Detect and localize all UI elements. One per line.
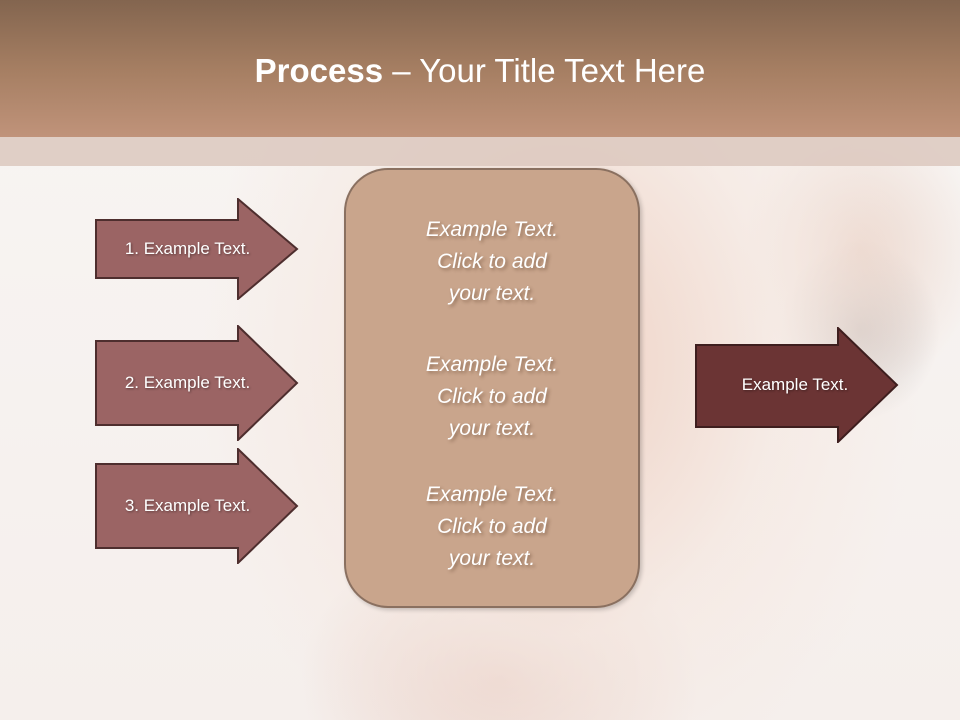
left-arrow-1[interactable]: 1. Example Text. <box>95 198 299 300</box>
panel-line: Example Text. <box>425 353 559 376</box>
left-arrow-3[interactable]: 3. Example Text. <box>95 448 299 564</box>
panel-block-2[interactable]: Example Text. Click to add your text. <box>346 349 638 445</box>
header-band <box>0 137 960 166</box>
panel-line: Example Text. <box>425 218 559 241</box>
panel-line: your text. <box>448 282 536 305</box>
arrow-shape-icon <box>95 448 299 564</box>
title-bar <box>0 0 960 137</box>
panel-line: your text. <box>448 547 536 570</box>
arrow-label: Example Text. <box>741 375 849 394</box>
right-arrow[interactable]: Example Text. <box>695 327 899 443</box>
panel-line: your text. <box>448 417 536 440</box>
arrow-label: 2. Example Text. <box>124 373 251 392</box>
arrow-shape-icon <box>95 198 299 300</box>
left-arrow-2[interactable]: 2. Example Text. <box>95 325 299 441</box>
title-rest: – Your Title Text Here <box>383 52 706 89</box>
arrow-label: 3. Example Text. <box>124 496 251 515</box>
panel-line: Click to add <box>437 250 547 273</box>
panel-line: Click to add <box>437 385 547 408</box>
arrow-label: 1. Example Text. <box>124 239 251 258</box>
slide-title[interactable]: Process – Your Title Text Here <box>0 52 960 90</box>
panel-line: Click to add <box>437 515 547 538</box>
title-bold: Process <box>254 52 384 89</box>
panel-block-1[interactable]: Example Text. Click to add your text. <box>346 214 638 310</box>
panel-line: Example Text. <box>425 483 559 506</box>
arrow-shape-icon <box>95 325 299 441</box>
arrow-shape-icon <box>695 327 899 443</box>
center-text-panel[interactable]: Example Text. Click to add your text. Ex… <box>344 168 640 608</box>
panel-block-3[interactable]: Example Text. Click to add your text. <box>346 479 638 575</box>
